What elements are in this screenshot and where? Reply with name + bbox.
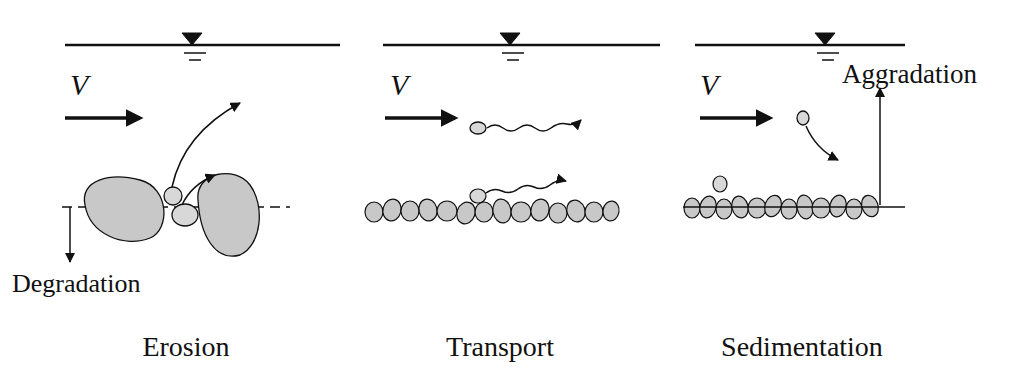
panel-title: Sedimentation: [721, 332, 883, 363]
velocity-symbol: V: [70, 68, 88, 101]
aggradation-label: Aggradation: [842, 60, 977, 90]
velocity-symbol: V: [700, 68, 718, 101]
velocity-symbol: V: [390, 68, 408, 101]
panel-title: Erosion: [142, 332, 229, 363]
panel-title: Transport: [446, 332, 554, 363]
degradation-label: Degradation: [12, 270, 141, 299]
